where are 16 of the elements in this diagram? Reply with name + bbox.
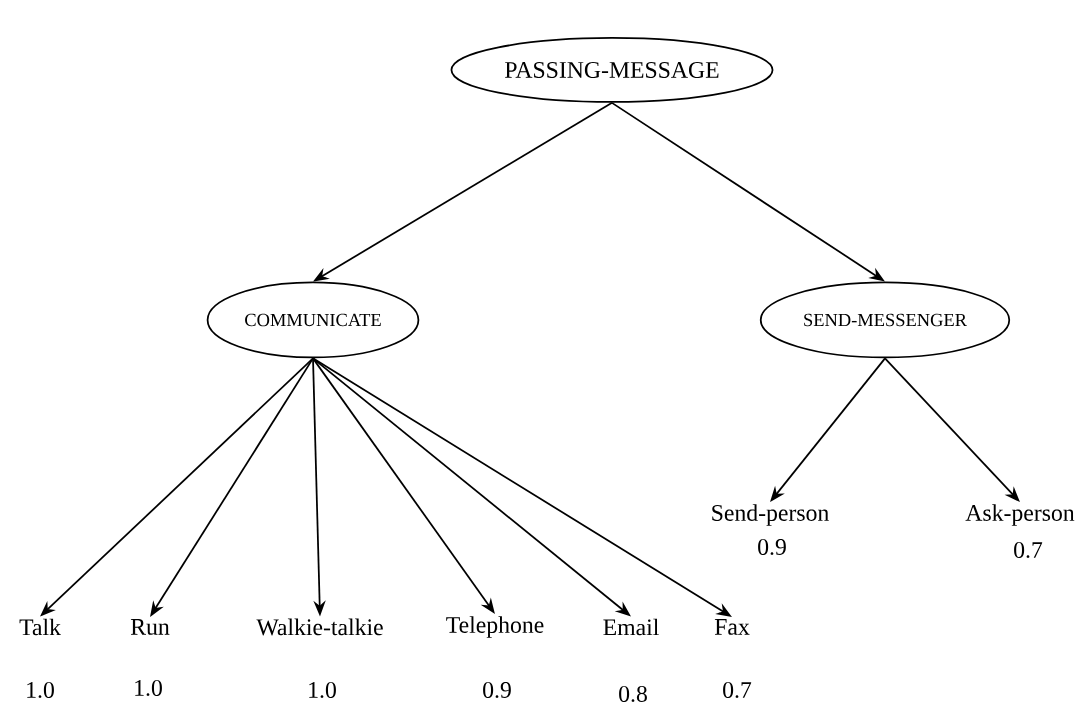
value-label: 0.7 [1014, 541, 1043, 559]
leaf-label: Walkie-talkie [256, 618, 383, 636]
value-label: 0.8 [619, 685, 647, 703]
value-label: 0.9 [758, 538, 786, 556]
value-label: 1.0 [135, 679, 162, 697]
value-label: 1.0 [27, 681, 54, 699]
leaf-label: Run [130, 619, 170, 635]
leaf-label: Ask-person [965, 504, 1075, 526]
value-label: 0.9 [483, 681, 511, 699]
leaf-label: Email [603, 618, 659, 636]
leaf-label: Send-person [712, 504, 829, 526]
leaf-label: Fax [714, 619, 750, 635]
value-label: 1.0 [309, 681, 336, 699]
value-label: 0.7 [723, 681, 752, 699]
leaf-label: Talk [19, 618, 61, 636]
leaf-label: Telephone [446, 616, 544, 638]
